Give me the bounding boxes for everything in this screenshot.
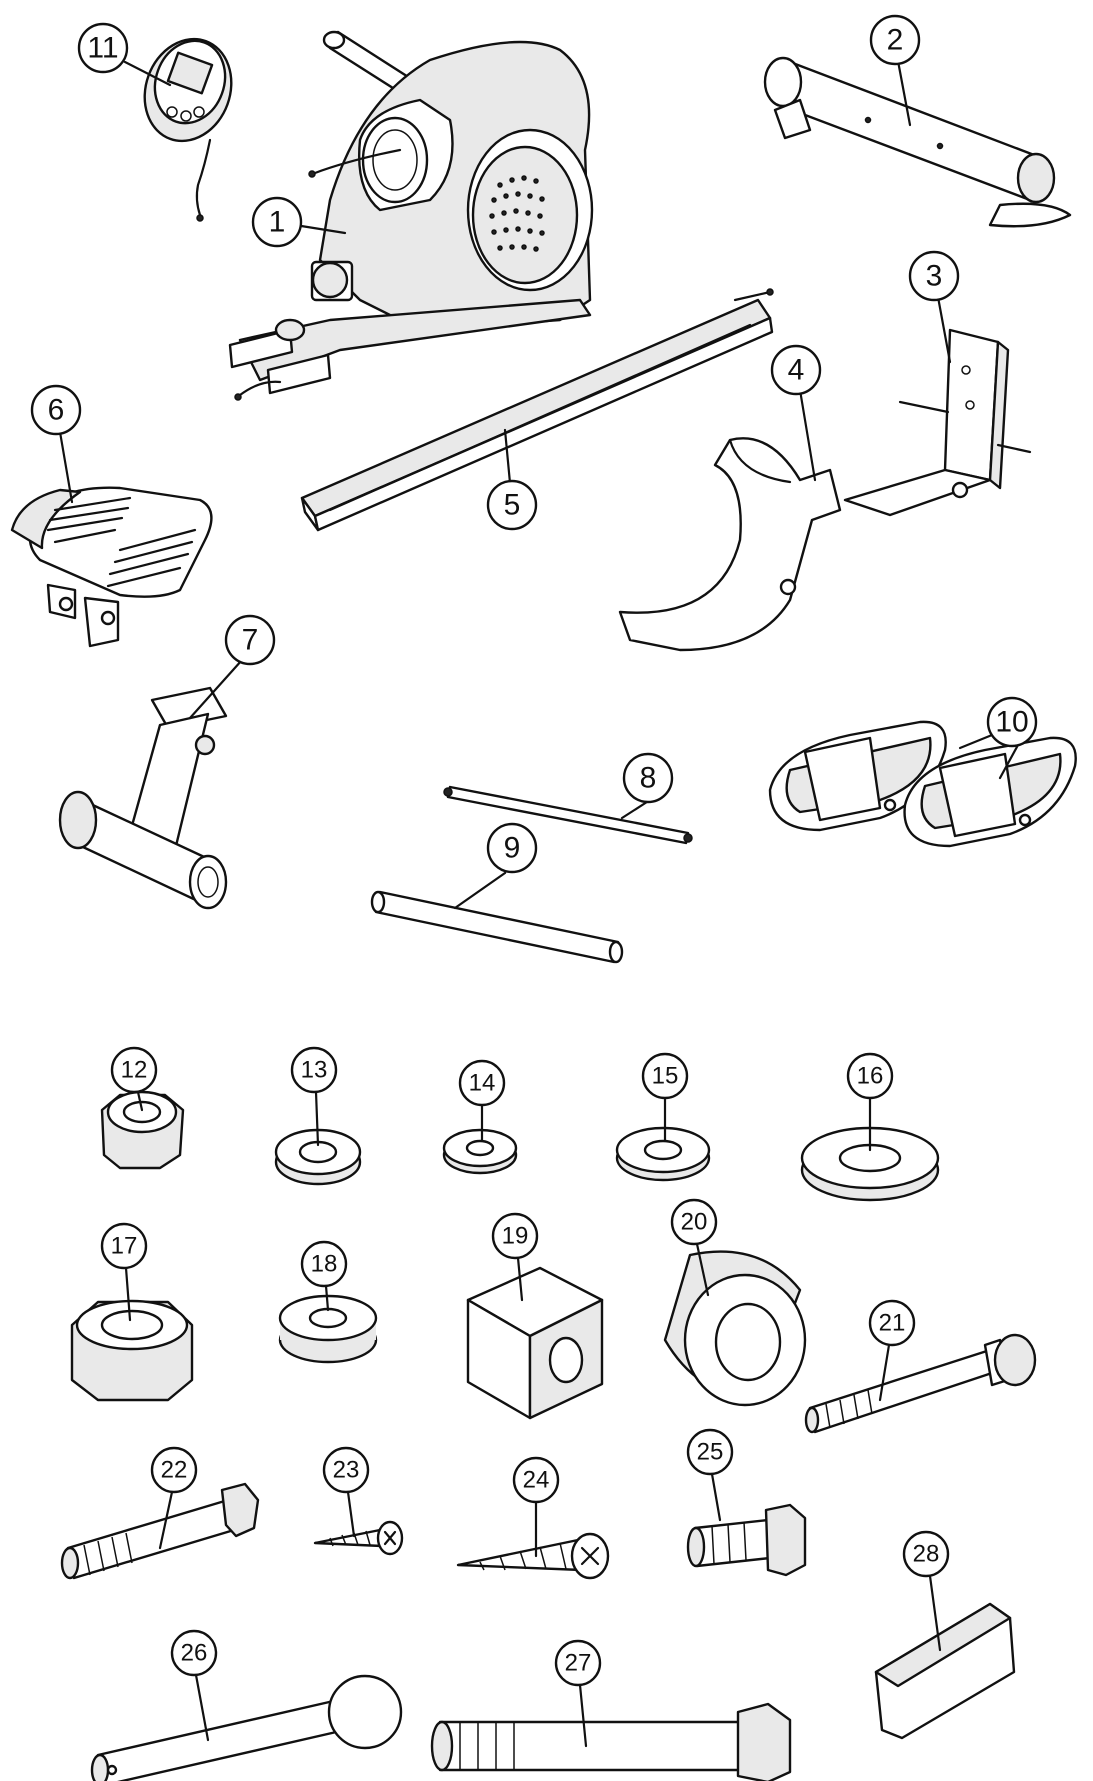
callout-label-4: 4 [770, 344, 822, 396]
callout-label-24: 24 [512, 1456, 560, 1504]
svg-text:17: 17 [111, 1233, 138, 1260]
part-3-bracket [843, 328, 1032, 517]
callout-label-27: 27 [554, 1639, 602, 1687]
part-16-washer [800, 1126, 940, 1202]
svg-text:16: 16 [857, 1063, 884, 1090]
svg-text:3: 3 [926, 260, 943, 293]
callout-label-16: 16 [846, 1052, 894, 1100]
callout-label-8: 8 [622, 752, 674, 804]
svg-text:20: 20 [681, 1209, 708, 1236]
callout-label-3: 3 [908, 250, 960, 302]
callout-label-17: 17 [100, 1222, 148, 1270]
seat-grooves [46, 496, 197, 588]
callout-label-25: 25 [686, 1428, 734, 1476]
callout-label-9: 9 [486, 822, 538, 874]
svg-text:27: 27 [565, 1650, 592, 1677]
svg-text:10: 10 [995, 706, 1028, 739]
callout-label-28: 28 [902, 1530, 950, 1578]
svg-text:9: 9 [504, 832, 521, 865]
callout-label-10: 10 [986, 696, 1038, 748]
flywheel-vents [489, 175, 545, 252]
callout-label-7: 7 [224, 614, 276, 666]
callout-label-13: 13 [290, 1046, 338, 1094]
part-1-main-frame [228, 30, 594, 401]
part-22-bolt [60, 1482, 260, 1580]
part-18-spacer [278, 1294, 378, 1364]
svg-text:28: 28 [913, 1541, 940, 1568]
part-21-bolt [804, 1333, 1037, 1434]
part-27-bolt [430, 1702, 792, 1781]
part-24-screw [456, 1532, 610, 1580]
svg-text:12: 12 [121, 1057, 148, 1084]
part-13-washer [274, 1128, 362, 1186]
part-10-pedals [768, 720, 1077, 848]
svg-text:11: 11 [87, 32, 118, 65]
svg-text:8: 8 [640, 762, 657, 795]
part-19-block [466, 1266, 604, 1420]
callout-label-14: 14 [458, 1059, 506, 1107]
svg-text:4: 4 [788, 354, 805, 387]
part-6-seat [10, 486, 213, 648]
callout-label-23: 23 [322, 1446, 370, 1494]
svg-text:6: 6 [48, 394, 65, 427]
part-11-console [143, 37, 233, 222]
part-2-front-stabilizer [763, 56, 1072, 228]
svg-text:2: 2 [887, 24, 904, 57]
svg-text:7: 7 [242, 624, 259, 657]
callout-label-18: 18 [300, 1240, 348, 1288]
part-9-tube [370, 890, 624, 964]
callout-label-19: 19 [491, 1212, 539, 1260]
svg-text:23: 23 [333, 1457, 360, 1484]
part-17-hex-nut [70, 1299, 194, 1402]
svg-text:19: 19 [502, 1223, 529, 1250]
part-28-pad [874, 1602, 1016, 1740]
callout-label-2: 2 [869, 14, 921, 66]
callout-label-21: 21 [868, 1299, 916, 1347]
callout-label-22: 22 [150, 1446, 198, 1494]
part-8-axle [443, 785, 693, 845]
svg-text:26: 26 [181, 1640, 208, 1667]
part-23-screw [313, 1520, 404, 1556]
callout-label-26: 26 [170, 1629, 218, 1677]
part-20-bushing [663, 1250, 807, 1407]
part-25-bolt [686, 1503, 807, 1577]
svg-text:1: 1 [269, 206, 286, 239]
svg-text:18: 18 [311, 1251, 338, 1278]
svg-text:22: 22 [161, 1457, 188, 1484]
svg-text:15: 15 [652, 1063, 679, 1090]
callout-label-20: 20 [670, 1198, 718, 1246]
svg-text:5: 5 [504, 489, 521, 522]
svg-text:24: 24 [523, 1467, 550, 1494]
callout-label-12: 12 [110, 1046, 158, 1094]
callout-label-1: 1 [251, 196, 303, 248]
callout-label-11: 11 [77, 22, 129, 74]
part-14-washer [442, 1128, 518, 1175]
svg-text:13: 13 [301, 1057, 328, 1084]
svg-text:25: 25 [697, 1439, 724, 1466]
part-12-nut [100, 1090, 185, 1170]
part-7-seat-post [58, 686, 228, 910]
part-5-rail [300, 288, 774, 532]
callout-label-5: 5 [486, 479, 538, 531]
callout-label-15: 15 [641, 1052, 689, 1100]
svg-text:21: 21 [879, 1310, 906, 1337]
svg-text:14: 14 [469, 1070, 496, 1097]
callout-label-6: 6 [30, 384, 82, 436]
part-4-rear-foot [618, 437, 842, 652]
part-26-pin [90, 1674, 403, 1781]
part-15-washer [615, 1126, 711, 1182]
